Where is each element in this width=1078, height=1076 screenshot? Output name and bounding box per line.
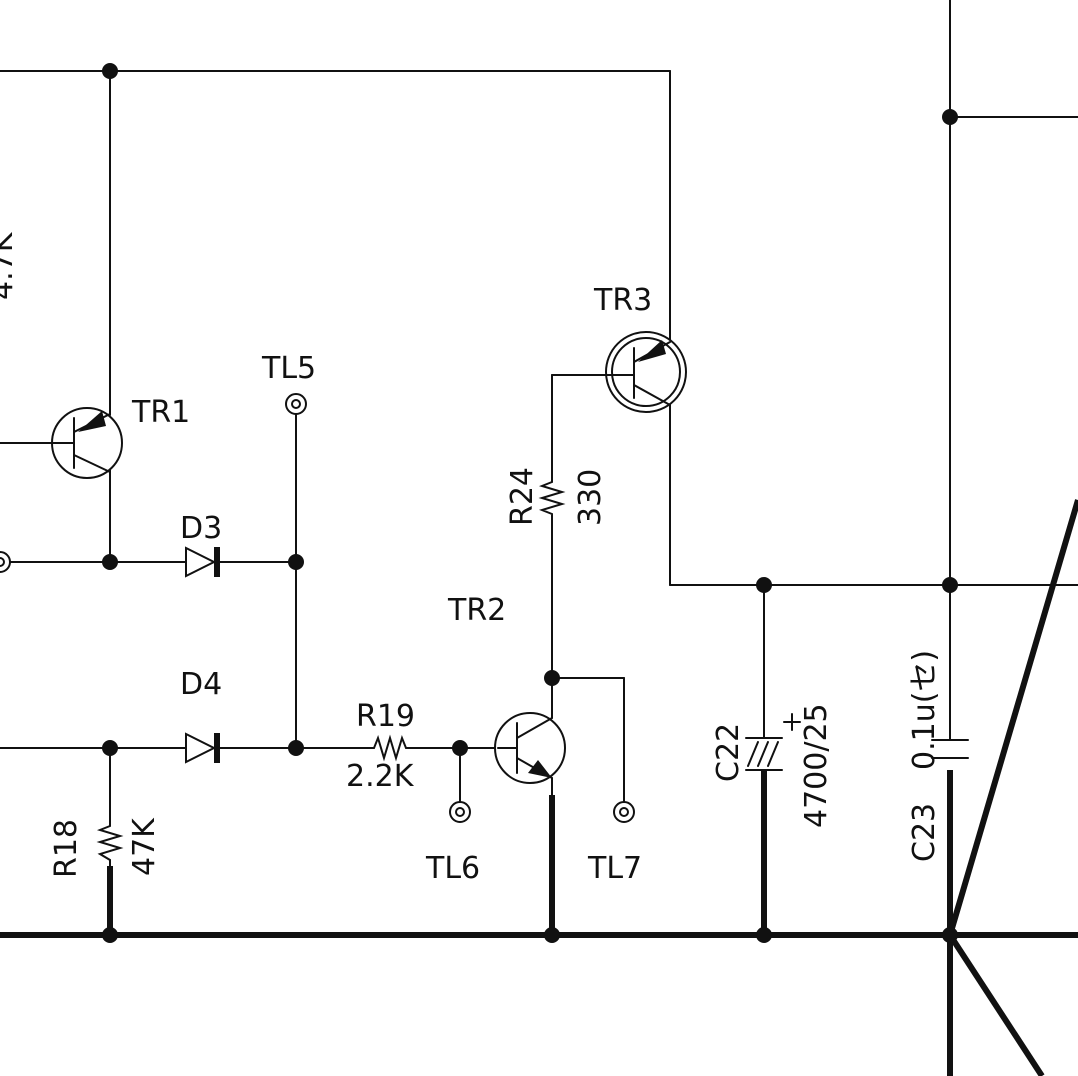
transistor-tr3	[605, 331, 687, 413]
junction-dot	[544, 927, 560, 943]
junction-dot	[102, 927, 118, 943]
label-c23: C23	[907, 803, 942, 862]
junction-dot	[288, 740, 304, 756]
resistor-r19	[367, 734, 409, 762]
label-tl5: TL5	[261, 351, 316, 386]
label-r18: R18	[49, 819, 84, 878]
junction-dot	[756, 927, 772, 943]
label-tr1: TR1	[131, 395, 190, 430]
junctions	[102, 63, 958, 943]
label-r24-value: 330	[573, 469, 608, 526]
junction-dot	[942, 577, 958, 593]
resistor-r24	[538, 477, 566, 517]
label-r24: R24	[505, 467, 540, 526]
junction-dot	[452, 740, 468, 756]
wire-diagonal-up	[947, 499, 1078, 936]
label-tl7: TL7	[587, 851, 642, 886]
label-c22: C22	[711, 723, 746, 782]
junction-dot	[102, 740, 118, 756]
label-left-edge-fragment: 4.7K	[0, 231, 20, 300]
label-c22-value: 4700/25	[799, 703, 834, 828]
label-tr2: TR2	[447, 593, 506, 628]
label-tl6: TL6	[425, 851, 480, 886]
junction-dot	[102, 63, 118, 79]
label-r18-value: 47K	[127, 817, 162, 876]
test-point-tl6	[449, 801, 471, 823]
test-point-tl5	[285, 393, 307, 415]
junction-dot	[544, 670, 560, 686]
wire-diagonal-down	[947, 933, 1045, 1076]
test-point-left-edge	[0, 551, 11, 573]
resistor-r18	[96, 821, 124, 867]
capacitor-c22	[745, 713, 801, 771]
junction-dot	[942, 109, 958, 125]
transistor-tr1	[51, 407, 123, 479]
ground-rail	[0, 499, 1078, 1076]
junction-dot	[756, 577, 772, 593]
label-d4: D4	[180, 667, 222, 702]
label-tr3: TR3	[593, 283, 652, 318]
junction-dot	[288, 554, 304, 570]
test-point-tl7	[613, 801, 635, 823]
label-r19: R19	[356, 699, 415, 734]
label-c23-value: 0.1u(セ)	[907, 650, 942, 770]
diode-d4	[185, 732, 220, 764]
diode-d3	[185, 546, 220, 578]
junction-dot	[942, 927, 958, 943]
label-r19-value: 2.2K	[346, 759, 415, 794]
junction-dot	[102, 554, 118, 570]
label-d3: D3	[180, 511, 222, 546]
transistor-tr2	[494, 712, 566, 796]
capacitor-c23	[931, 739, 969, 759]
